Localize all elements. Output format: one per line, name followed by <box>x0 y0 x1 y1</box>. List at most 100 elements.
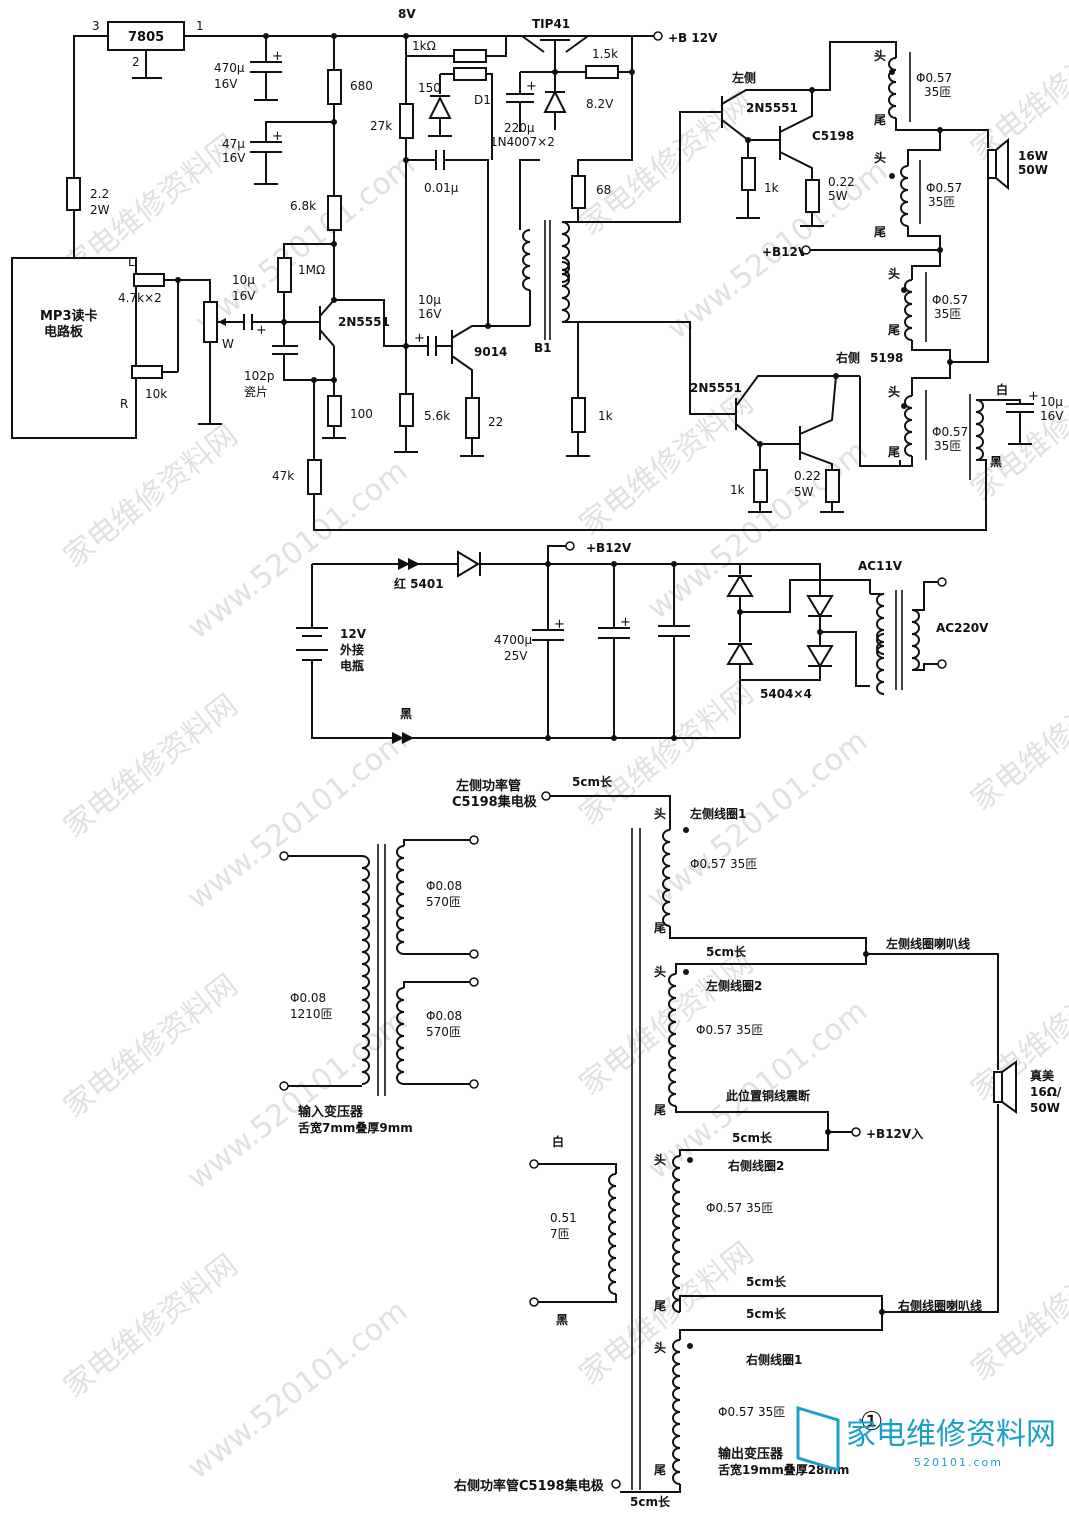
coil-tail-label: 尾 <box>888 323 900 337</box>
transistor-label: 9014 <box>474 345 507 359</box>
voltage-label: AC220V <box>936 621 989 635</box>
terminal-ac <box>937 659 947 669</box>
terminal-b12v <box>851 1127 861 1137</box>
terminal <box>279 851 289 861</box>
output-coil <box>672 1339 681 1485</box>
resistor-47k <box>307 459 322 495</box>
resistor-label: 1kΩ <box>412 39 436 53</box>
coil-turns: 7匝 <box>550 1227 570 1241</box>
battery-label: 电瓶 <box>340 658 364 673</box>
resistor-label: 1k <box>764 181 779 195</box>
pot-label: W <box>222 337 234 351</box>
capacitor-label: 16V <box>214 77 238 91</box>
bridge-diode <box>806 595 834 618</box>
resistor-label: 0.22 <box>794 469 821 483</box>
watermark-text: 家电维修资料网 <box>965 351 1069 508</box>
potentiometer <box>203 301 218 343</box>
coil-head-label: 头 <box>888 384 900 399</box>
supply-label: +B12V <box>762 245 808 259</box>
wire-color-label: 白 <box>552 1134 564 1149</box>
diode-label: 1N4007×2 <box>490 135 555 149</box>
capacitor-label: 4700μ <box>494 633 533 647</box>
terminal <box>529 1297 539 1307</box>
terminal-b12v <box>653 31 663 41</box>
zener-diode <box>543 89 567 113</box>
terminal-b12v <box>801 245 811 255</box>
terminal <box>469 835 479 845</box>
bridge-diode <box>806 645 834 668</box>
coil-tail-label: 尾 <box>654 921 666 935</box>
svg-text:+: + <box>526 79 537 94</box>
logo-text: 家电维修资料网 <box>846 1417 1056 1452</box>
power-supply: 12V 外接 电瓶 黑 红 5401 +B12V + 4700μ 25V + <box>296 541 989 744</box>
figure-number: ① <box>860 1407 883 1437</box>
resistor-label: 1k <box>598 409 613 423</box>
capacitor-label: 25V <box>504 649 528 663</box>
diode-label: D1 <box>474 93 491 107</box>
speaker-label: 16W <box>1018 149 1048 163</box>
resistor-22 <box>465 397 480 439</box>
channel-label: 左侧 <box>731 70 756 85</box>
note-label: 此位置铜线震断 <box>726 1088 810 1103</box>
terminal-ac <box>937 577 947 587</box>
coil-spec: Φ0.08 <box>426 879 462 893</box>
pin-out-label: 1 <box>196 19 204 33</box>
watermark-text: 家电维修资料网 <box>57 688 244 845</box>
coil-turns: 35匝 <box>934 307 961 321</box>
coil-turns: 35匝 <box>924 85 951 99</box>
terminal <box>469 949 479 959</box>
resistor-label: 27k <box>370 119 392 133</box>
resistor-label: 10k <box>145 387 167 401</box>
terminal <box>279 1081 289 1091</box>
mp3-board-label: 电路板 <box>44 324 84 340</box>
coil-head-label: 头 <box>654 1152 666 1167</box>
length-label: 5cm长 <box>746 1274 787 1289</box>
mains-transformer-primary <box>911 609 920 671</box>
channel-label: R <box>120 397 128 411</box>
watermark-text: 家电维修资料网 <box>57 968 244 1125</box>
watermark-text: 家电维修资料网 <box>57 418 244 575</box>
logo-url: 520101.com <box>914 1456 1003 1469</box>
capacitor-label: 10μ <box>418 293 441 307</box>
transistor-label: 2N5551 <box>338 315 390 329</box>
channel-label: 右侧 <box>835 350 860 365</box>
capacitor-label: 47μ <box>222 137 245 151</box>
capacitor-label: 10μ <box>1040 395 1063 409</box>
voltage-label: AC11V <box>858 559 903 573</box>
resistor-label: 1.5k <box>592 47 618 61</box>
note-label: C5198集电极 <box>452 794 538 810</box>
watermark-text: 家电维修资料网 <box>57 1248 244 1405</box>
resistor-label: 5W <box>794 485 814 499</box>
svg-text:+: + <box>272 129 283 144</box>
resistor-6.8k <box>327 195 342 231</box>
resistor-label: 5.6k <box>424 409 450 423</box>
capacitor-label: 220μ <box>504 121 535 135</box>
transistor-label: TIP41 <box>532 17 570 31</box>
svg-text:+: + <box>272 49 283 64</box>
regulator-7805 <box>107 21 185 51</box>
coil-tail-label: 尾 <box>874 113 886 127</box>
coil-spec: Φ0.57 35匝 <box>706 1201 773 1215</box>
coil-spec: Φ0.57 35匝 <box>696 1023 763 1037</box>
coil-head-label: 头 <box>654 964 666 979</box>
output-coil <box>904 279 913 341</box>
resistor-2.2 <box>66 177 81 211</box>
supply-label: +B 12V <box>668 31 718 45</box>
transistor-label: 2N5551 <box>690 381 742 395</box>
transformer-core: 舌宽19mm叠厚28mm <box>718 1462 849 1477</box>
coil-tail-label: 尾 <box>654 1103 666 1117</box>
output-transformer: 左侧功率管 C5198集电极 5cm长 头 左侧线圈1 Φ0.57 35匝 尾 … <box>452 774 1062 1509</box>
svg-text:+: + <box>256 323 267 338</box>
speaker-16w <box>987 149 997 179</box>
mp3-board <box>11 257 137 439</box>
terminal <box>529 1159 539 1169</box>
bridge-label: 5404×4 <box>760 687 812 701</box>
site-logo: 家电维修资料网 520101.com <box>796 1405 1056 1473</box>
amplifier-circuit: 7805 3 1 2 2.2 2W + 470μ 16V 680 + 47μ 1… <box>11 7 1064 531</box>
svg-text:+: + <box>554 617 565 632</box>
coil-spec: Φ0.57 35匝 <box>690 857 757 871</box>
resistor-label: 68 <box>596 183 611 197</box>
output-coil <box>888 57 897 119</box>
